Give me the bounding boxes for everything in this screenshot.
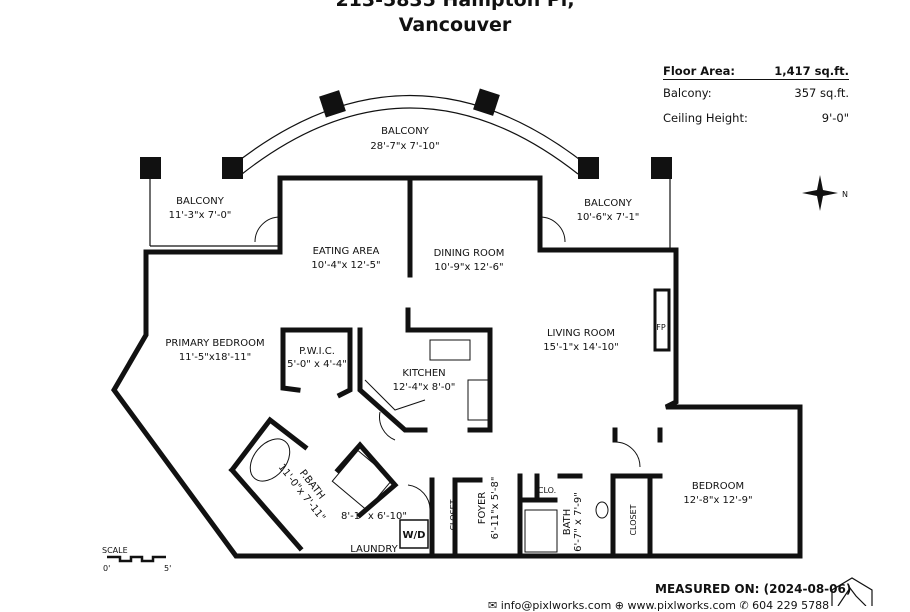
balcony-area-value: 357 sq.ft. — [794, 85, 849, 100]
balcony-main-name: BALCONY — [381, 126, 430, 137]
shower-2 — [524, 509, 558, 553]
floor-area-value: 1,417 sq.ft. — [774, 63, 849, 78]
foyer-name: FOYER — [477, 492, 488, 525]
clo-label: CLO. — [538, 486, 556, 495]
post — [651, 157, 672, 179]
foyer-dims: 6'-11"x 5'-8" — [490, 477, 501, 540]
measured-on-date: MEASURED ON: (2024-08-06) — [655, 582, 852, 596]
balcony-left-name: BALCONY — [176, 196, 225, 207]
balcony-posts — [140, 88, 672, 179]
counter-2 — [467, 379, 489, 421]
fireplace-label: FP — [656, 323, 666, 332]
balcony-right-dims: 10'-6"x 7'-1" — [577, 212, 640, 223]
balcony-left-dims: 11'-3"x 7'-0" — [169, 210, 232, 221]
counter — [429, 339, 471, 361]
primary-name: PRIMARY BEDROOM — [165, 338, 264, 349]
bedroom-dims: 12'-8"x 12'-9" — [683, 495, 752, 506]
balcony-area-label: Balcony: — [663, 85, 712, 100]
door-swing — [254, 216, 281, 243]
post — [578, 157, 599, 179]
balcony-arc-inner — [241, 107, 579, 175]
floor-area-row: Floor Area: 1,417 sq.ft. — [663, 62, 849, 80]
bedroom-name: BEDROOM — [692, 481, 744, 492]
dining-dims: 10'-9"x 12'-6" — [434, 262, 503, 273]
kitchen-dims: 12'-4"x 8'-0" — [393, 382, 456, 393]
bath-name: BATH — [562, 509, 573, 536]
laundry-dims: 8'-1" x 6'-10" — [341, 511, 407, 522]
left-balcony-edge — [149, 178, 280, 247]
laundry-name: LAUNDRY — [350, 544, 398, 555]
closet2-label: CLOSET — [629, 504, 638, 535]
door-swing — [379, 411, 396, 441]
bathtub — [249, 438, 291, 482]
living-name: LIVING ROOM — [547, 328, 615, 339]
door-swing — [407, 484, 431, 511]
city-line: Vancouver — [398, 14, 512, 36]
stove-counter — [364, 379, 426, 411]
kitchen-name: KITCHEN — [402, 368, 445, 379]
living-dims: 15'-1"x 14'-10" — [543, 342, 619, 353]
door-swing — [614, 441, 641, 468]
door-swing — [539, 216, 566, 243]
eating-dims: 10'-4"x 12'-5" — [311, 260, 380, 271]
fixtures — [249, 216, 671, 553]
ceiling-height-label: Ceiling Height: — [663, 110, 748, 125]
primary-dims: 11'-5"x18'-11" — [179, 352, 251, 363]
scale-end: 5' — [164, 564, 171, 573]
balcony-arc — [231, 95, 589, 167]
area-summary: Floor Area: 1,417 sq.ft. Balcony: 357 sq.f… — [663, 62, 849, 130]
post — [222, 157, 243, 179]
walls — [111, 175, 803, 559]
scale-label: SCALE — [102, 546, 128, 555]
pixlworks-logo — [831, 577, 873, 606]
pwic-name: P.W.I.C. — [299, 346, 335, 357]
washer-dryer-label: W/D — [403, 530, 426, 541]
balcony-outlines — [149, 95, 671, 250]
balcony-right-name: BALCONY — [584, 198, 633, 209]
bath-dims: 6'-7" x 7'-9" — [573, 492, 584, 552]
ceiling-height-row: Ceiling Height: 9'-0" — [663, 105, 849, 130]
fireplace — [653, 288, 671, 352]
post — [140, 157, 161, 179]
closet1-label: CLOSET — [449, 499, 458, 530]
post — [319, 90, 346, 118]
compass-rose-icon: N — [802, 175, 848, 211]
dining-name: DINING ROOM — [434, 248, 505, 259]
balcony-main-dims: 28'-7"x 7'-10" — [370, 141, 439, 152]
compass-north-label: N — [842, 190, 848, 199]
washer-dryer — [399, 519, 429, 549]
sink — [595, 501, 609, 519]
property-address-title: 213-5835 Hampton Pl, Vancouver — [0, 0, 910, 38]
balcony-area-row: Balcony: 357 sq.ft. — [663, 80, 849, 105]
floor-area-label: Floor Area: — [663, 63, 736, 78]
scale-start: 0' — [103, 564, 110, 573]
eating-name: EATING AREA — [313, 246, 380, 257]
post — [473, 88, 500, 116]
shower — [331, 449, 394, 511]
ceiling-height-value: 9'-0" — [821, 110, 849, 125]
address-line: 213-5835 Hampton Pl, — [335, 0, 575, 11]
pwic-dims: 5'-0" x 4'-4" — [287, 359, 347, 370]
scale-bar: SCALE 0' 5' — [102, 546, 171, 573]
